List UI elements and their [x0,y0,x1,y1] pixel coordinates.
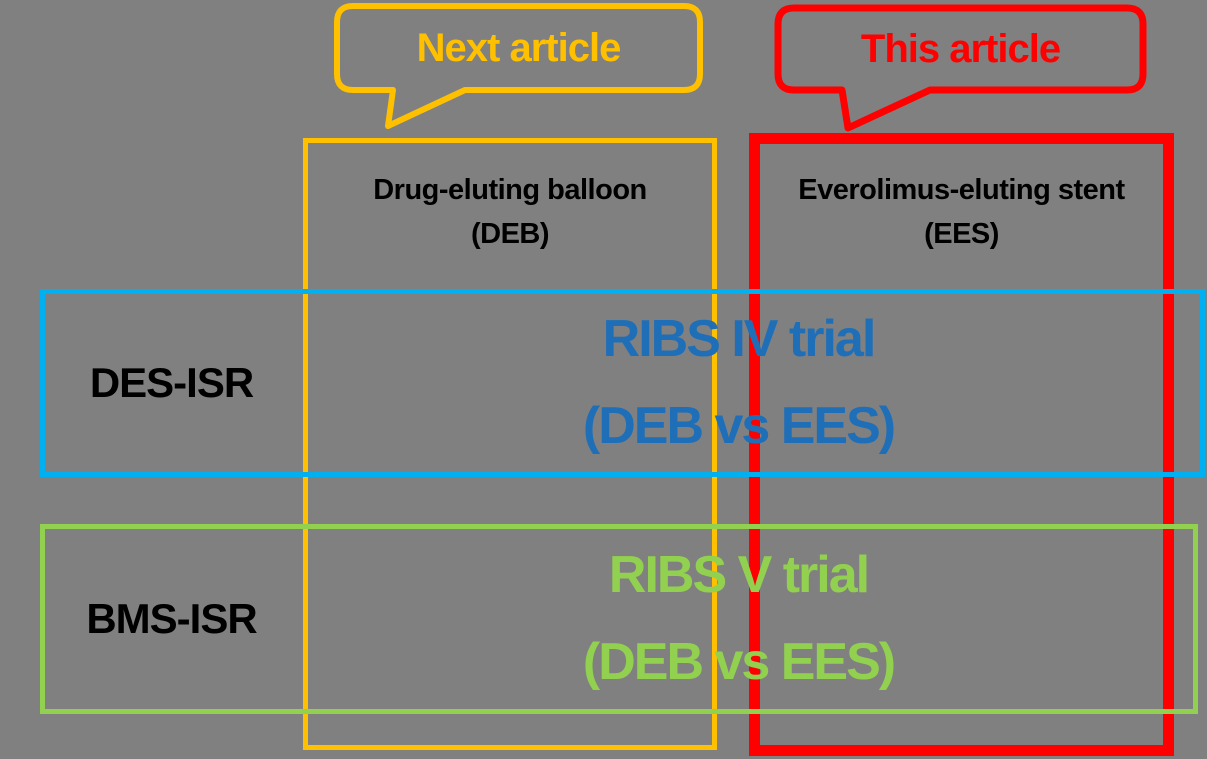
des-isr-label: DES-ISR [89,359,254,406]
next-article-callout-label: Next article [416,25,622,70]
ribs-v-trial-text: RIBS V trial (DEB vs EES) [303,524,1174,714]
ribs-iv-trial-line1: RIBS IV trial [602,310,877,368]
ribs-v-trial-line2: (DEB vs EES) [582,633,896,691]
ribs-iv-trial-line2: (DEB vs EES) [582,397,896,455]
bms-isr-label: BMS-ISR [86,595,257,642]
ees-column-box [749,133,1174,756]
deb-column-title: Drug-eluting balloon (DEB) [303,168,717,256]
ribs-v-trial-line1: RIBS V trial [608,546,870,604]
ribs-iv-trial-text: RIBS IV trial (DEB vs EES) [303,289,1174,477]
deb-column-title-line2: (DEB) [470,218,550,250]
ees-column-title: Everolimus-eluting stent (EES) [749,168,1174,256]
des-isr-row-box [40,289,1205,477]
ees-column-title-line2: (EES) [924,218,999,250]
this-article-callout-label: This article [860,26,1061,71]
deb-column-box [303,138,717,750]
ees-column-title-line1: Everolimus-eluting stent [798,174,1125,206]
deb-column-title-line1: Drug-eluting balloon [373,174,647,206]
bms-isr-row-box [40,524,1198,714]
